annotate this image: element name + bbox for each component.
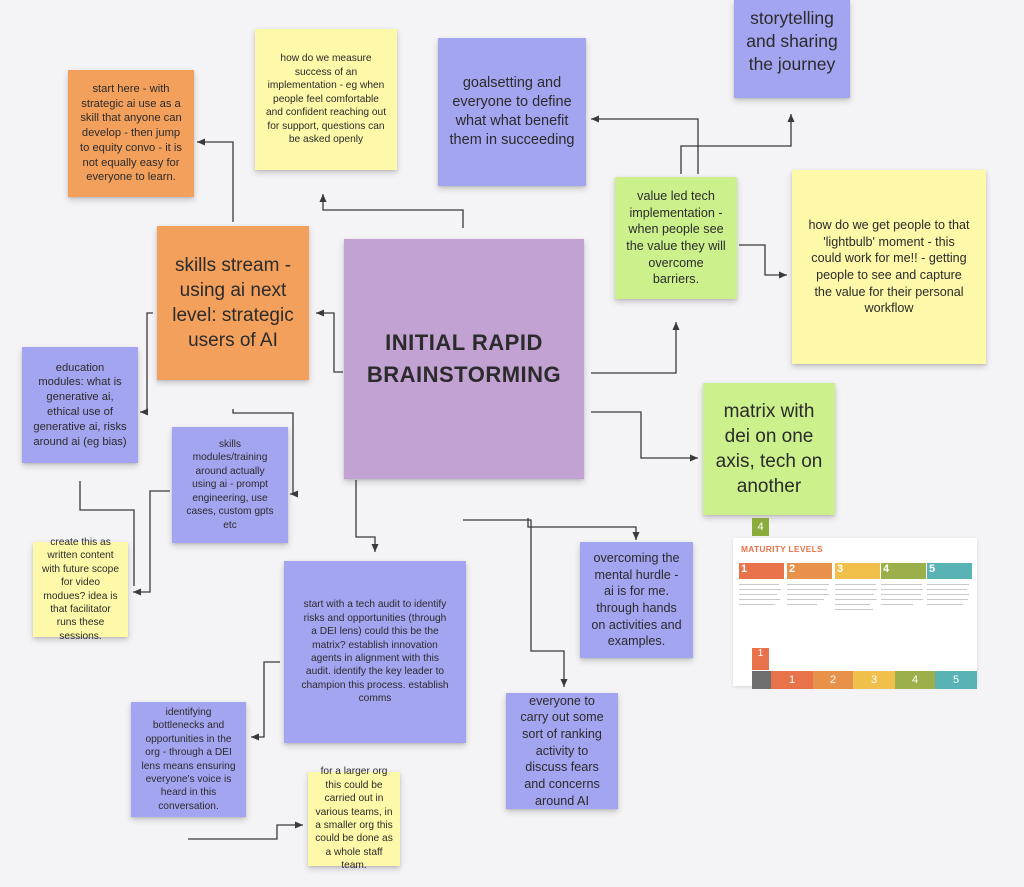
note-skills-modules[interactable]: skills modules/training around actually … <box>172 427 288 543</box>
maturity-text-line <box>835 584 876 586</box>
note-lightbulb[interactable]: how do we get people to that 'lightbulb'… <box>792 170 986 364</box>
maturity-head-2: 2 <box>787 563 832 579</box>
note-measure-success[interactable]: how do we measure success of an implemen… <box>255 29 397 170</box>
connector-center-to-ranking <box>463 519 568 687</box>
maturity-text-line <box>835 599 877 601</box>
note-storytelling[interactable]: storytelling and sharing the journey <box>734 0 850 98</box>
maturity-text-line <box>787 594 829 596</box>
maturity-title: MATURITY LEVELS <box>741 544 823 554</box>
maturity-text-line <box>787 589 827 591</box>
maturity-text-line <box>787 604 817 606</box>
axis-marker-bottom: 1 <box>752 648 769 670</box>
connector-center-to-valueled <box>591 322 680 374</box>
maturity-text-line <box>787 599 824 601</box>
scale-cell-2: 2 <box>813 671 853 689</box>
note-skills-stream[interactable]: skills stream - using ai next level: str… <box>157 226 309 380</box>
connector-bottlenecks-to-largerorg <box>188 821 303 840</box>
maturity-text-line <box>739 594 777 596</box>
maturity-text-line <box>927 599 968 601</box>
connector-valueled-to-storytelling <box>680 114 795 174</box>
scale-corner <box>752 671 771 689</box>
scale-cell-4: 4 <box>895 671 935 689</box>
scale-cell-1: 1 <box>771 671 813 689</box>
note-matrix[interactable]: matrix with dei on one axis, tech on ano… <box>703 383 835 515</box>
note-written-content[interactable]: create this as written content with futu… <box>33 537 128 642</box>
maturity-text-line <box>739 599 780 601</box>
connector-skills-to-start <box>197 138 234 222</box>
connector-education-to-written <box>79 481 135 586</box>
maturity-head-3: 3 <box>835 563 880 579</box>
scale-cell-3: 3 <box>853 671 895 689</box>
connector-center-to-measure <box>319 194 464 228</box>
axis-marker-top: 4 <box>752 518 769 536</box>
connector-skills-to-modules <box>232 409 299 498</box>
connector-audit-to-bottlenecks <box>251 661 280 741</box>
maturity-text-line <box>927 589 967 591</box>
maturity-head-5: 5 <box>927 563 972 579</box>
note-ranking-activity[interactable]: everyone to carry out some sort of ranki… <box>506 693 618 809</box>
connector-center-to-hurdle <box>527 518 640 540</box>
maturity-head-4: 4 <box>881 563 926 579</box>
connector-center-to-matrix <box>591 411 698 462</box>
note-education-modules[interactable]: education modules: what is generative ai… <box>22 347 138 463</box>
note-goalsetting[interactable]: goalsetting and everyone to define what … <box>438 38 586 186</box>
note-bottlenecks[interactable]: identifying bottlenecks and opportunitie… <box>131 702 246 817</box>
connector-skills-to-education <box>140 312 153 416</box>
maturity-text-line <box>835 604 870 606</box>
maturity-text-line <box>881 584 922 586</box>
note-larger-org[interactable]: for a larger org this could be carried o… <box>308 766 400 871</box>
connector-modules-to-written <box>133 490 170 596</box>
maturity-text-line <box>881 604 913 606</box>
maturity-head-1: 1 <box>739 563 784 579</box>
maturity-text-line <box>881 594 921 596</box>
maturity-levels-image[interactable]: MATURITY LEVELS 1 2 3 4 5 <box>733 538 977 686</box>
maturity-text-line <box>927 604 963 606</box>
note-value-led[interactable]: value led tech implementation - when peo… <box>615 177 737 299</box>
connector-valueled-to-goalsetting <box>591 115 699 174</box>
maturity-text-line <box>739 584 779 586</box>
connector-center-to-audit <box>355 480 379 552</box>
maturity-text-line <box>835 589 877 591</box>
connector-valueled-to-lightbulb <box>739 244 787 279</box>
maturity-text-line <box>835 609 873 611</box>
maturity-text-line <box>787 584 829 586</box>
scale-cell-5: 5 <box>935 671 977 689</box>
maturity-text-line <box>927 594 969 596</box>
maturity-text-line <box>881 589 923 591</box>
maturity-text-line <box>835 594 874 596</box>
note-start-here[interactable]: start here - with strategic ai use as a … <box>68 70 194 197</box>
note-mental-hurdle[interactable]: overcoming the mental hurdle - ai is for… <box>580 542 693 658</box>
maturity-text-line <box>927 584 969 586</box>
note-main-title[interactable]: INITIAL RAPID BRAINSTORMING <box>344 239 584 479</box>
maturity-text-line <box>739 589 781 591</box>
maturity-text-line <box>739 604 775 606</box>
note-tech-audit[interactable]: start with a tech audit to identify risk… <box>284 561 466 743</box>
connector-center-to-skills <box>316 309 343 373</box>
maturity-text-line <box>881 599 923 601</box>
